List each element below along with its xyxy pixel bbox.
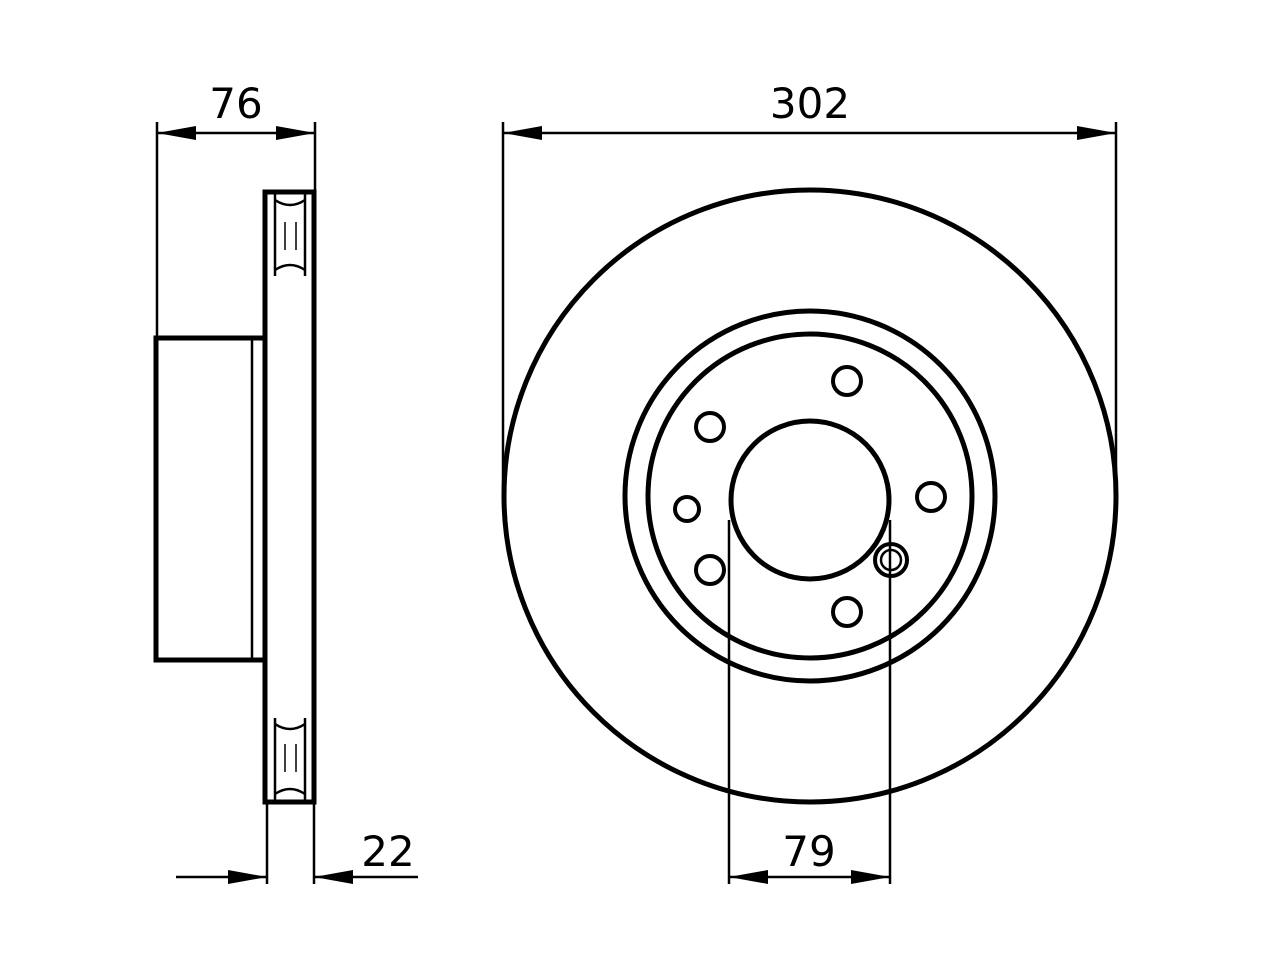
bolt-hole	[831, 365, 863, 397]
bolt-hole	[673, 495, 701, 523]
vent-slot-bottom	[273, 718, 307, 802]
outer-rim	[501, 187, 1119, 805]
dimension-label-79: 79	[782, 827, 835, 876]
dimension-center-bore: 79	[727, 520, 892, 884]
dimension-hub-height: 76	[155, 79, 317, 338]
dimension-disc-thickness: 22	[176, 802, 418, 884]
side-view	[153, 189, 317, 805]
dimension-label-302: 302	[770, 79, 850, 128]
bolt-hole	[915, 481, 947, 513]
dimension-label-22: 22	[361, 827, 414, 876]
dimension-label-76: 76	[209, 79, 262, 128]
vent-slot-top	[273, 192, 307, 276]
dimension-outer-diameter: 302	[501, 79, 1118, 496]
bolt-hole	[694, 554, 726, 586]
hub-section	[153, 335, 263, 663]
center-bore	[728, 418, 892, 582]
hat-inner-circle	[645, 331, 975, 661]
bolt-hole	[831, 596, 863, 628]
bolt-hole	[694, 411, 726, 443]
hat-outer-circle	[622, 308, 998, 684]
friction-ring-outline	[262, 189, 317, 805]
front-view	[501, 187, 1119, 805]
